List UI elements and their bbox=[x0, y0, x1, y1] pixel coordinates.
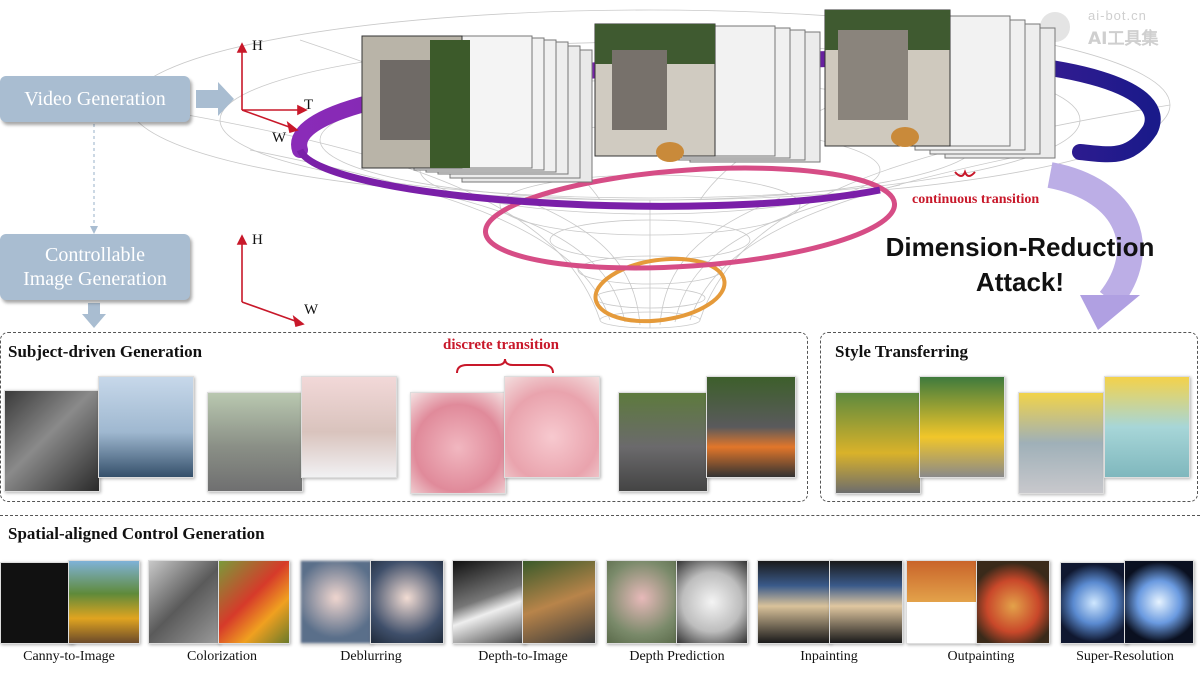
caption-depth-prediction: Depth Prediction bbox=[629, 649, 725, 664]
subject-einstein-result bbox=[98, 376, 194, 478]
style-car-result bbox=[919, 376, 1005, 478]
canny-result-tile bbox=[68, 560, 140, 644]
controllable-down-arrow bbox=[82, 303, 106, 328]
axes-bottom bbox=[236, 234, 305, 328]
axis-h-top: H bbox=[252, 38, 263, 54]
caption-inpainting: Inpainting bbox=[800, 649, 858, 664]
attack-title-line1: Dimension-Reduction bbox=[885, 232, 1155, 262]
depth-prediction-input-tile bbox=[606, 560, 678, 644]
style-transfer-panel bbox=[820, 332, 1198, 502]
watermark-domain: ai-bot.cn bbox=[1088, 8, 1147, 23]
style-girl-source bbox=[1018, 392, 1104, 494]
canny-edge-tile bbox=[0, 562, 74, 644]
caption-outpainting: Outpainting bbox=[947, 649, 1015, 664]
super-resolution-high-tile bbox=[1124, 560, 1194, 644]
controllable-image-generation-box: Controllable Image Generation bbox=[0, 234, 190, 300]
super-resolution-low-tile bbox=[1060, 562, 1128, 644]
outpainting-result-tile bbox=[976, 560, 1050, 644]
video-generation-box: Video Generation bbox=[0, 76, 190, 122]
caption-colorization: Colorization bbox=[187, 649, 257, 664]
depth-to-image-result-tile bbox=[522, 560, 596, 644]
attack-arrow-head bbox=[1080, 295, 1140, 330]
flow-connector-arrow bbox=[90, 226, 98, 234]
subject-plush-source bbox=[410, 392, 506, 494]
frame-stack-3 bbox=[824, 9, 1056, 159]
colorization-gray-tile bbox=[148, 560, 220, 644]
subject-einstein-source bbox=[4, 390, 100, 492]
axis-h-bottom: H bbox=[252, 232, 263, 248]
colorization-color-tile bbox=[218, 560, 290, 644]
attack-title: Dimension-Reduction Attack! bbox=[870, 230, 1170, 300]
axis-w-bottom: W bbox=[304, 302, 319, 318]
subject-dog-source bbox=[618, 392, 708, 492]
subject-driven-panel bbox=[0, 332, 808, 502]
spatial-aligned-title: Spatial-aligned Control Generation bbox=[8, 524, 265, 543]
continuous-brace bbox=[954, 169, 976, 177]
inpainting-masked-tile bbox=[757, 560, 831, 644]
subject-plush-result bbox=[504, 376, 600, 478]
style-car-source bbox=[835, 392, 921, 494]
attack-arrow bbox=[1047, 162, 1143, 309]
ring-pink bbox=[482, 165, 898, 271]
axes-top bbox=[236, 42, 308, 134]
subject-cat-result bbox=[301, 376, 397, 478]
watermark-brand: AI工具集 bbox=[1088, 29, 1159, 49]
depth-prediction-output-tile bbox=[676, 560, 748, 644]
caption-depth-to-image: Depth-to-Image bbox=[478, 649, 568, 664]
caption-deblurring: Deblurring bbox=[340, 649, 402, 664]
subject-cat-source bbox=[207, 392, 303, 492]
frame-stack-1 bbox=[361, 35, 593, 183]
discrete-brace bbox=[456, 358, 554, 374]
inpainting-result-tile bbox=[829, 560, 903, 644]
outpainting-partial-tile bbox=[906, 560, 978, 644]
frame-stack-2 bbox=[594, 23, 821, 163]
deblurring-sharp-tile bbox=[370, 560, 444, 644]
ring-orange bbox=[593, 256, 727, 324]
ring-purple-front bbox=[296, 148, 881, 210]
discrete-transition-label: discrete transition bbox=[443, 337, 559, 353]
caption-super-resolution: Super-Resolution bbox=[1076, 649, 1174, 664]
video-right-arrow bbox=[196, 82, 234, 116]
axis-w-top: W bbox=[272, 130, 287, 146]
watermark: ai-bot.cn AI工具集 bbox=[1040, 8, 1190, 49]
subject-dog-result bbox=[706, 376, 796, 478]
subject-driven-title: Subject-driven Generation bbox=[8, 342, 203, 361]
style-transfer-title: Style Transferring bbox=[835, 342, 968, 361]
section-divider bbox=[0, 515, 1200, 516]
attack-title-line2: Attack! bbox=[975, 267, 1065, 298]
depth-map-tile bbox=[452, 560, 526, 644]
deblurring-blurry-tile bbox=[300, 560, 372, 644]
axis-t-top: T bbox=[304, 97, 314, 113]
continuous-transition-label: continuous transition bbox=[912, 192, 1040, 207]
caption-canny-to-image: Canny-to-Image bbox=[23, 649, 115, 664]
style-girl-result bbox=[1104, 376, 1190, 478]
funnel-illustration bbox=[82, 9, 1171, 330]
